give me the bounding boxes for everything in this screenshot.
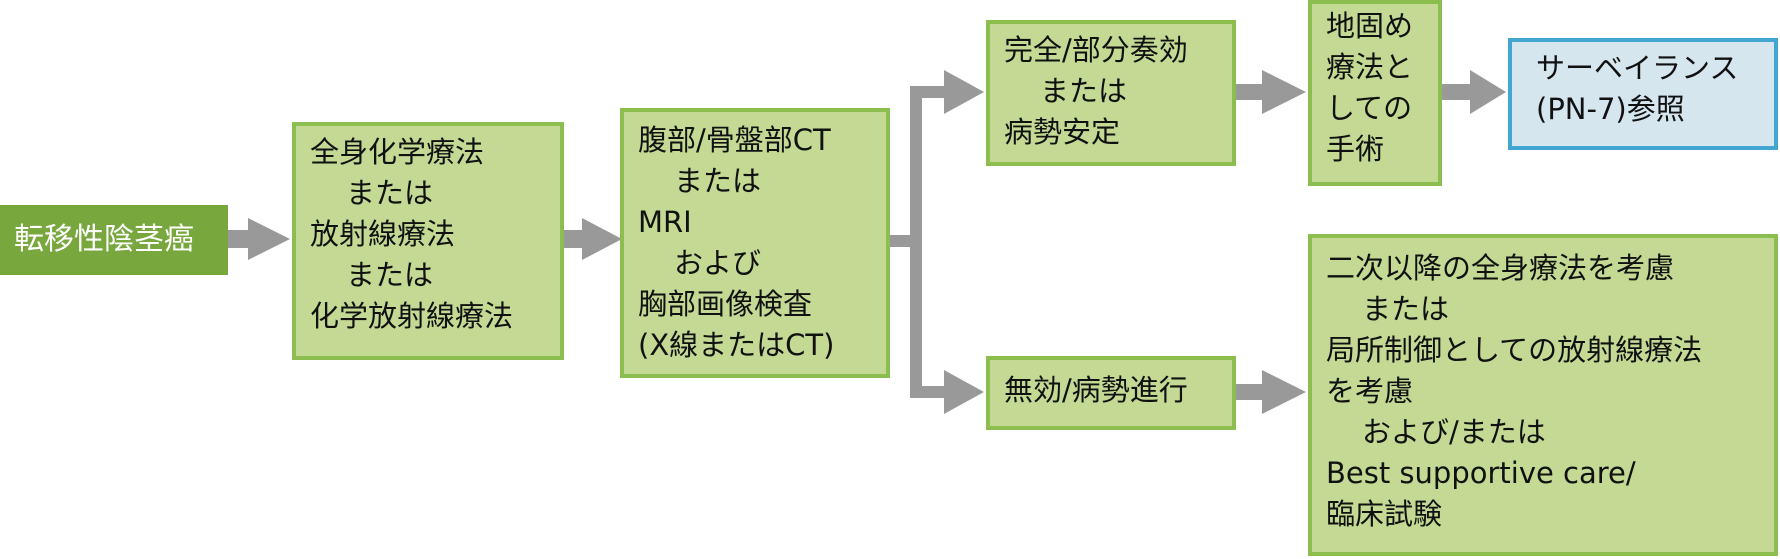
imaging-line: 腹部/骨盤部CT [638,123,831,157]
progression-box: 無効/病勢進行 [986,356,1236,430]
response-box: 完全/部分奏効 または 病勢安定 [986,20,1236,166]
surgery-line: 療法と [1326,50,1414,84]
next-steps-box: 二次以降の全身療法を考慮 または 局所制御としての放射線療法 を考慮 および/ま… [1308,234,1778,556]
imaging-line: MRI [638,205,692,239]
arrow-shaft [562,230,584,248]
arrow-shaft [1232,384,1264,400]
surveillance-reference-box[interactable]: サーベイランス (PN-7)参照 [1508,38,1778,150]
surgery-line: 地固め [1326,9,1414,43]
surveillance-line: サーベイランス [1536,51,1739,85]
next-steps-line: または [1362,292,1450,326]
response-line: または [1040,74,1128,108]
arrow-head [1262,70,1306,114]
start-node: 転移性陰茎癌 [0,205,228,275]
imaging-line: または [674,164,762,198]
treatment-line: または [346,176,434,210]
surgery-line: 手術 [1326,132,1385,166]
surveillance-link[interactable]: (PN-7)参照 [1536,92,1685,126]
next-steps-line: を考慮 [1326,374,1414,408]
arrow-head [944,70,984,114]
treatment-line: または [346,258,434,292]
arrow-head [1262,370,1306,414]
next-steps-line: および/または [1362,415,1546,449]
branch-top [910,86,950,98]
imaging-line: 胸部画像検査 [638,287,813,321]
surgery-box: 地固め 療法と しての 手術 [1308,0,1442,186]
next-steps-line: 臨床試験 [1326,497,1443,531]
imaging-line: (X線またはCT) [638,328,835,362]
treatment-line: 放射線療法 [310,217,456,251]
next-steps-line: 二次以降の全身療法を考慮 [1326,251,1675,285]
progression-line: 無効/病勢進行 [1004,373,1188,407]
surgery-line: しての [1326,91,1413,125]
treatment-line: 全身化学療法 [310,135,485,169]
arrow-head [944,370,984,414]
arrow-head [582,218,622,260]
imaging-box: 腹部/骨盤部CT または MRI および 胸部画像検査 (X線またはCT) [620,108,890,378]
arrow-shaft [1440,84,1472,100]
arrow-head [1470,70,1506,114]
branch-vertical [910,86,922,396]
arrow-shaft [228,230,250,248]
imaging-line: および [674,246,762,280]
branch-bottom [910,386,950,398]
next-steps-line: Best supportive care/ [1326,456,1636,490]
response-line: 病勢安定 [1004,115,1121,149]
arrow-head [248,218,290,260]
arrow-shaft [1232,84,1264,100]
next-steps-line: 局所制御としての放射線療法 [1326,333,1703,367]
treatment-box: 全身化学療法 または 放射線療法 または 化学放射線療法 [292,122,564,360]
branch-stem [888,235,912,247]
treatment-line: 化学放射線療法 [310,299,514,333]
response-line: 完全/部分奏効 [1004,33,1188,67]
